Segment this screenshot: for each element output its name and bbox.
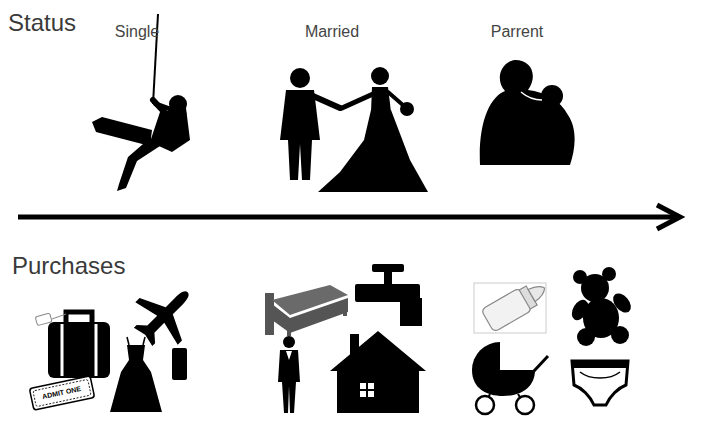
suitcase-icon-part (66, 312, 92, 322)
phone-icon-part (172, 348, 187, 380)
woman-suit-icon-part (286, 351, 292, 360)
house-icon-part (360, 383, 366, 389)
stage-label: Married (305, 23, 359, 41)
house-icon-part (368, 391, 374, 397)
woman-suit-icon-part (283, 336, 295, 348)
house-icon-part (330, 331, 426, 413)
pram-icon-part (476, 396, 494, 414)
suitcase-icon-part (95, 324, 98, 376)
parent-silhouette-part (521, 92, 542, 100)
dress-icon-part (127, 337, 129, 345)
parent-silhouette (480, 60, 575, 165)
teddy-bear-icon-part (610, 290, 635, 316)
house-icon (330, 331, 426, 413)
parent-silhouette-part (532, 102, 568, 146)
status-heading: Status (8, 9, 76, 37)
couple-silhouette-part (388, 92, 404, 106)
bed-icon-part (343, 310, 347, 316)
teddy-bear-icon-part (577, 328, 595, 346)
couple-silhouette-part (371, 67, 389, 85)
house-icon-part (360, 391, 366, 397)
diaper-icon-part (572, 361, 628, 368)
teddy-bear-icon-part (611, 326, 629, 344)
timeline-arrow (18, 205, 680, 229)
parent-silhouette-part (480, 60, 575, 165)
pram-icon (472, 342, 548, 414)
teddy-bear-icon-part (568, 297, 591, 323)
suitcase-icon-part (48, 322, 110, 378)
couple-silhouette-part (313, 96, 340, 108)
couple-silhouette-part (318, 110, 428, 192)
woman-suit-icon (278, 336, 300, 413)
diaper-icon-part (580, 372, 620, 378)
faucet-icon-part (400, 298, 422, 326)
teddy-bear-icon (568, 267, 634, 346)
bottle-icon-part (481, 277, 551, 333)
woman-suit-icon-part (278, 350, 300, 413)
purchases-heading: Purchases (12, 252, 125, 280)
ticket-icon (29, 376, 94, 410)
ticket-icon-part (29, 376, 94, 410)
climber-silhouette (92, 14, 190, 191)
faucet-icon (355, 264, 422, 326)
couple-silhouette-part (342, 94, 373, 108)
phone-icon (172, 348, 187, 380)
bed-icon (265, 285, 348, 336)
suitcase-icon (35, 312, 110, 378)
pram-icon-part (472, 370, 535, 396)
suitcase-icon-part (52, 314, 66, 319)
suitcase-icon-part (35, 313, 52, 326)
bed-icon-part (287, 330, 291, 336)
pram-icon-part (472, 342, 500, 370)
ticket-icon-part (33, 379, 91, 406)
climber-silhouette-part (92, 117, 152, 146)
pram-icon-part (534, 356, 548, 371)
dress-icon-part (143, 337, 145, 345)
climber-silhouette-part (156, 104, 184, 114)
teddy-bear-icon-part (581, 274, 609, 302)
suitcase-icon-part (61, 324, 64, 376)
couple-silhouette (280, 67, 428, 192)
timeline-arrow-part (18, 215, 677, 220)
climber-silhouette-part (117, 138, 160, 191)
timeline-arrow-part (657, 205, 680, 229)
pram-icon-part (516, 396, 534, 414)
diaper-icon (572, 361, 628, 405)
dress-icon-part (110, 345, 162, 412)
couple-silhouette-part (290, 68, 310, 88)
diaper-icon-part (572, 361, 628, 405)
bottle-icon (474, 277, 551, 333)
bed-icon-part (272, 298, 348, 333)
faucet-icon-part (384, 270, 392, 286)
bottle-icon-part-part (528, 282, 548, 302)
couple-silhouette-part (280, 90, 320, 180)
dress-icon (110, 337, 162, 412)
stage-label: Single (115, 23, 159, 41)
couple-silhouette-part (400, 102, 414, 116)
stage-label: Parrent (491, 23, 543, 41)
house-icon-part (368, 383, 374, 389)
